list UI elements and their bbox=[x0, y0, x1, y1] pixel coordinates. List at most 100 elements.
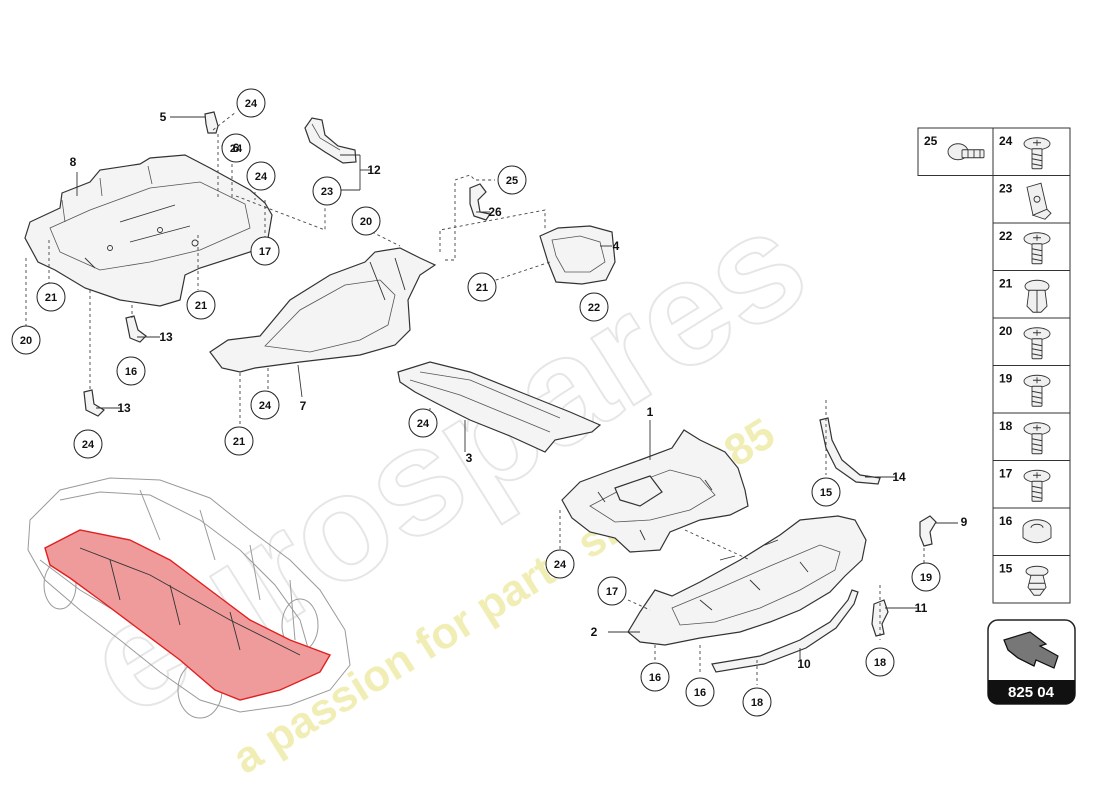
part-label-1: 1 bbox=[647, 405, 654, 419]
fastener-row-22: 22 bbox=[992, 222, 1071, 271]
part-label-11: 11 bbox=[915, 601, 928, 615]
callout-number: 20 bbox=[360, 216, 372, 228]
fastener-row-16: 16 bbox=[992, 507, 1071, 556]
part-label-4: 4 bbox=[613, 239, 620, 253]
part-4-side-panel bbox=[539, 225, 616, 285]
callout-20: 20 bbox=[11, 325, 41, 355]
fastener-number: 19 bbox=[999, 372, 1013, 386]
callout-25: 25 bbox=[497, 165, 527, 195]
part-8-rear-floor-panel bbox=[24, 154, 273, 307]
expanding-rivet-icon bbox=[1024, 279, 1050, 313]
fastener-row-20: 20 bbox=[992, 317, 1071, 366]
part-label-26: 26 bbox=[488, 205, 502, 219]
push-clip-icon bbox=[1025, 565, 1049, 596]
callout-24: 24 bbox=[246, 161, 276, 191]
callout-20: 20 bbox=[351, 206, 381, 236]
callout-22: 22 bbox=[579, 292, 609, 322]
fastener-row-15: 15 bbox=[992, 555, 1071, 604]
fastener-number: 18 bbox=[999, 419, 1013, 433]
callout-number: 18 bbox=[874, 657, 886, 669]
torx-screw-icon bbox=[1023, 469, 1051, 502]
callout-19: 19 bbox=[911, 562, 941, 592]
fastener-row-25: 25 bbox=[917, 127, 994, 176]
callout-number: 15 bbox=[820, 487, 832, 499]
fastener-row-24: 24 bbox=[992, 127, 1071, 176]
torx-screw-icon bbox=[1023, 137, 1051, 170]
speed-nut-icon bbox=[1026, 182, 1052, 220]
part-13-bracket-upper bbox=[125, 315, 147, 343]
fastener-row-17: 17 bbox=[992, 460, 1071, 509]
callout-24: 24 bbox=[236, 88, 266, 118]
callout-number: 24 bbox=[82, 439, 95, 451]
part-label-10: 10 bbox=[797, 657, 811, 671]
fastener-number: 22 bbox=[999, 229, 1013, 243]
part-label-13: 13 bbox=[117, 401, 131, 415]
callout-number: 24 bbox=[417, 418, 430, 430]
callout-18: 18 bbox=[865, 647, 895, 677]
washer-nut-icon bbox=[1022, 519, 1052, 544]
part-7-center-floor-panel bbox=[209, 247, 437, 373]
callout-number: 24 bbox=[259, 400, 272, 412]
fastener-number: 17 bbox=[999, 467, 1013, 481]
part-12-air-duct bbox=[304, 117, 357, 164]
part-label-6: 6 bbox=[233, 141, 240, 155]
part-5-bracket bbox=[204, 111, 219, 134]
callout-17: 17 bbox=[597, 576, 627, 606]
fastener-row-19: 19 bbox=[992, 365, 1071, 414]
callout-number: 24 bbox=[255, 171, 268, 183]
callout-18: 18 bbox=[742, 687, 772, 717]
callout-15: 15 bbox=[811, 477, 841, 507]
callout-number: 18 bbox=[751, 697, 763, 709]
diagram-reference-box: 825 04 bbox=[987, 619, 1076, 705]
callout-16: 16 bbox=[640, 662, 670, 692]
part-14-curved-strip bbox=[819, 417, 881, 485]
part-label-9: 9 bbox=[961, 515, 968, 529]
fastener-number: 25 bbox=[924, 134, 938, 148]
callout-21: 21 bbox=[36, 282, 66, 312]
fastener-number: 20 bbox=[999, 324, 1013, 338]
callout-number: 21 bbox=[476, 282, 488, 294]
part-label-8: 8 bbox=[70, 155, 77, 169]
part-13-bracket-lower bbox=[83, 389, 105, 417]
callout-17: 17 bbox=[250, 236, 280, 266]
callout-21: 21 bbox=[224, 426, 254, 456]
part-label-12: 12 bbox=[367, 163, 381, 177]
part-10-front-lip bbox=[711, 589, 859, 673]
callout-number: 23 bbox=[321, 186, 333, 198]
callout-23: 23 bbox=[312, 176, 342, 206]
callout-24: 24 bbox=[408, 408, 438, 438]
torx-screw-icon bbox=[1023, 374, 1051, 407]
torx-screw-icon bbox=[1023, 422, 1051, 455]
callout-number: 25 bbox=[506, 175, 518, 187]
callout-21: 21 bbox=[186, 290, 216, 320]
callout-number: 17 bbox=[606, 586, 618, 598]
callout-number: 22 bbox=[588, 302, 600, 314]
callout-number: 24 bbox=[230, 143, 243, 155]
fastener-number: 24 bbox=[999, 134, 1013, 148]
part-label-2: 2 bbox=[591, 625, 598, 639]
callout-16: 16 bbox=[116, 356, 146, 386]
callout-number: 21 bbox=[233, 436, 245, 448]
fastener-number: 15 bbox=[999, 562, 1013, 576]
callout-number: 20 bbox=[20, 335, 32, 347]
flange-bolt-icon bbox=[947, 143, 985, 161]
callout-number: 19 bbox=[920, 572, 932, 584]
callout-21: 21 bbox=[467, 272, 497, 302]
vehicle-location-illustration bbox=[27, 477, 351, 719]
part-label-14: 14 bbox=[892, 470, 906, 484]
part-26-bracket bbox=[469, 183, 491, 221]
torx-screw-icon bbox=[1023, 232, 1051, 265]
callout-16: 16 bbox=[685, 677, 715, 707]
callout-24: 24 bbox=[545, 549, 575, 579]
fastener-row-18: 18 bbox=[992, 412, 1071, 461]
fastener-row-23: 23 bbox=[992, 175, 1071, 224]
callout-number: 21 bbox=[195, 300, 207, 312]
part-label-13: 13 bbox=[159, 330, 173, 344]
callout-24: 24 bbox=[73, 429, 103, 459]
part-1-underbody-panel bbox=[561, 429, 749, 553]
part-label-5: 5 bbox=[160, 110, 167, 124]
part-label-3: 3 bbox=[466, 451, 473, 465]
